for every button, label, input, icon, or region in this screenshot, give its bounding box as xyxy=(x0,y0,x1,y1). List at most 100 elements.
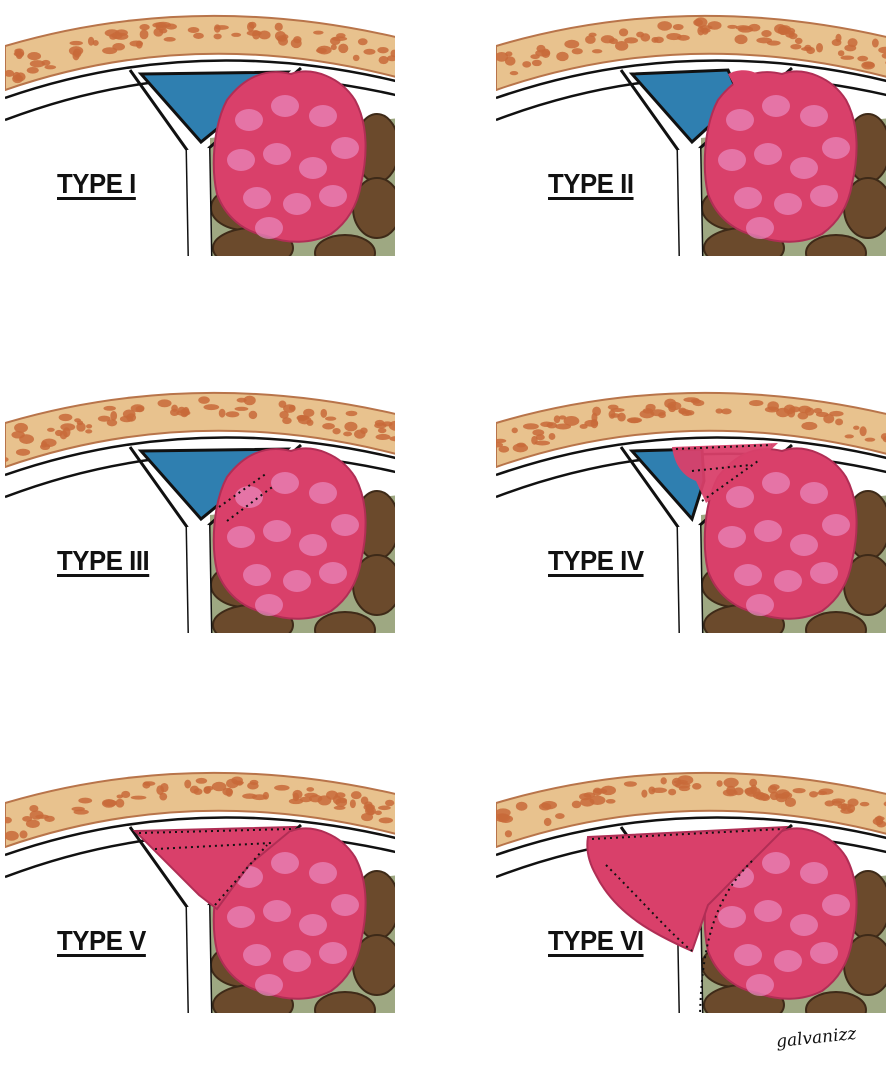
bone-marrow-spot xyxy=(556,52,568,61)
tumor-lobule xyxy=(255,594,283,616)
panel-type-4: TYPE IV xyxy=(496,385,886,645)
bone-marrow-spot xyxy=(805,407,814,415)
bone-marrow-spot xyxy=(590,796,606,805)
bone-marrow-spot xyxy=(619,28,628,36)
bone-marrow-spot xyxy=(325,416,336,420)
bone-marrow-spot xyxy=(857,56,868,62)
bone-marrow-spot xyxy=(86,424,92,428)
bone-marrow-spot xyxy=(832,800,842,805)
bone-marrow-spot xyxy=(293,36,301,43)
bone-marrow-spot xyxy=(697,26,704,35)
bone-marrow-spot xyxy=(300,797,312,803)
tumor-lobule xyxy=(227,526,255,548)
bone-marrow-spot xyxy=(164,37,176,42)
bone-marrow-spot xyxy=(338,44,348,54)
bone-marrow-spot xyxy=(615,41,628,51)
tumor-lobule xyxy=(299,914,327,936)
bone-marrow-spot xyxy=(668,789,676,796)
bone-marrow-spot xyxy=(505,56,516,65)
bone-marrow-spot xyxy=(628,418,641,423)
bone-marrow-spot xyxy=(790,44,801,50)
bone-marrow-spot xyxy=(648,786,655,794)
bone-marrow-spot xyxy=(865,438,876,442)
bone-marrow-spot xyxy=(838,50,845,56)
bone-marrow-spot xyxy=(363,49,375,55)
bone-marrow-spot xyxy=(203,404,219,410)
bone-marrow-spot xyxy=(572,801,581,809)
bone-marrow-spot xyxy=(235,407,249,411)
bone-marrow-spot xyxy=(727,25,737,29)
bone-marrow-spot xyxy=(85,429,92,433)
tumor-lobule xyxy=(800,862,828,884)
artist-signature: galvanizz xyxy=(775,1024,857,1052)
bone-marrow-spot xyxy=(360,427,367,433)
bone-marrow-spot xyxy=(767,40,781,45)
tumor-lobule xyxy=(243,944,271,966)
anatomy-group xyxy=(496,773,886,1025)
bone-marrow-spot xyxy=(19,830,27,838)
bone-marrow-spot xyxy=(835,419,843,426)
bone-marrow-spot xyxy=(692,783,701,790)
bone-marrow-spot xyxy=(651,37,658,43)
bone-marrow-spot xyxy=(522,61,531,68)
falx-body xyxy=(187,525,211,635)
type-label: TYPE IV xyxy=(548,545,644,577)
panel-illustration xyxy=(5,385,400,645)
bone-marrow-spot xyxy=(336,33,346,38)
bone-marrow-spot xyxy=(131,796,147,800)
bone-marrow-spot xyxy=(129,40,143,46)
bone-marrow-spot xyxy=(171,405,178,412)
tumor-lobule xyxy=(774,570,802,592)
brain-gyrus xyxy=(315,235,375,268)
bone-marrow-spot xyxy=(188,27,200,33)
bone-marrow-spot xyxy=(579,793,591,800)
tumor-lobule xyxy=(746,594,774,616)
bone-marrow-spot xyxy=(814,408,823,414)
bone-marrow-spot xyxy=(726,786,736,796)
tumor-lobule xyxy=(283,570,311,592)
bone-marrow-spot xyxy=(244,396,256,406)
tumor-lobule xyxy=(790,914,818,936)
bone-marrow-spot xyxy=(116,799,125,808)
tumor-lobule xyxy=(283,950,311,972)
bone-marrow-spot xyxy=(750,785,757,795)
type-label: TYPE V xyxy=(57,925,146,957)
panel-illustration xyxy=(5,8,400,268)
bone-marrow-spot xyxy=(606,799,616,804)
bone-marrow-spot xyxy=(213,34,221,40)
bone-marrow-spot xyxy=(641,790,647,798)
tumor-lobule xyxy=(734,187,762,209)
bone-marrow-spot xyxy=(775,794,789,799)
tumor-lobule xyxy=(726,486,754,508)
bone-marrow-spot xyxy=(786,28,795,35)
bone-marrow-spot xyxy=(358,38,368,45)
bone-marrow-spot xyxy=(77,421,83,426)
tumor-lobule xyxy=(800,105,828,127)
bone-marrow-spot xyxy=(624,781,637,787)
bone-marrow-spot xyxy=(258,31,270,40)
bone-marrow-spot xyxy=(367,809,374,815)
bone-marrow-spot xyxy=(510,71,518,75)
bone-marrow-spot xyxy=(140,29,149,39)
bone-marrow-spot xyxy=(158,399,172,407)
bone-marrow-spot xyxy=(346,411,358,416)
bone-marrow-spot xyxy=(361,797,369,805)
bone-marrow-spot xyxy=(564,416,580,426)
bone-marrow-spot xyxy=(29,805,38,812)
bone-marrow-spot xyxy=(5,831,19,841)
anatomy-group xyxy=(5,393,400,645)
tumor-lobule xyxy=(822,137,850,159)
bone-marrow-spot xyxy=(793,788,806,793)
panel-type-3: TYPE III xyxy=(5,385,400,645)
bone-marrow-spot xyxy=(608,405,619,410)
anatomy-group xyxy=(5,773,400,1025)
bone-marrow-spot xyxy=(681,411,692,416)
bone-marrow-spot xyxy=(70,41,83,46)
bone-marrow-spot xyxy=(313,31,323,35)
panel-illustration xyxy=(496,8,886,268)
bone-marrow-spot xyxy=(609,410,616,419)
bone-marrow-spot xyxy=(564,40,579,49)
tumor-lobule xyxy=(319,185,347,207)
bone-marrow-spot xyxy=(861,61,875,69)
bone-marrow-spot xyxy=(193,33,204,39)
